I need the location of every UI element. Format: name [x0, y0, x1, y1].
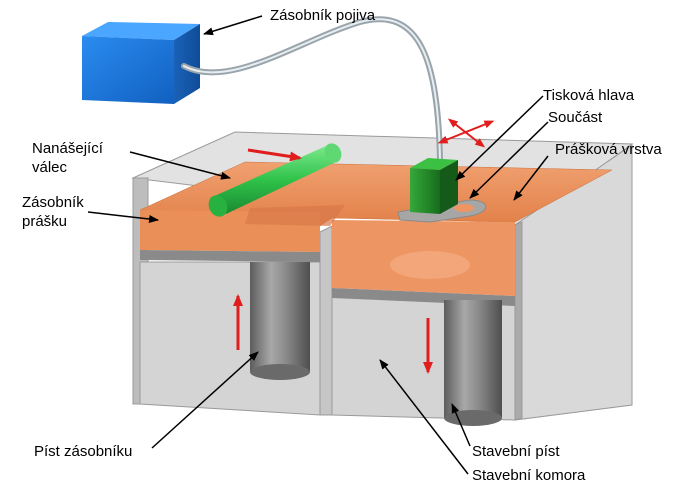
- print-head-top: [410, 158, 458, 170]
- binder-box-side: [174, 24, 200, 104]
- frame-divider: [319, 225, 333, 416]
- binder-box-front: [82, 36, 174, 104]
- reservoir-piston-body: [250, 262, 310, 372]
- leader-roller: [129, 151, 231, 180]
- leader-part: [469, 121, 549, 199]
- leader-build-chamber: [379, 359, 469, 475]
- label-reservoir-piston: Píst zásobníku: [34, 443, 132, 460]
- label-binder-reservoir: Zásobník pojiva: [270, 7, 376, 24]
- red-arrow-icon: [447, 118, 486, 148]
- label-print-head: Tisková hlava: [543, 87, 635, 104]
- label-roller-line1: Nanášející: [32, 140, 104, 157]
- reservoir-platform: [140, 250, 320, 262]
- red-arrow-icon: [247, 148, 302, 162]
- leader-print-head: [455, 95, 544, 181]
- binder-reservoir-box: [82, 22, 200, 104]
- build-piston-cylinder: [444, 300, 502, 426]
- label-roller-line2: válec: [32, 159, 68, 176]
- frame-right-edge: [514, 221, 523, 421]
- leader-powder-reservoir: [87, 211, 159, 223]
- diagram-labels: Zásobník pojiva Tisková hlava Součást Pr…: [22, 7, 662, 484]
- reservoir-piston-bottom: [250, 364, 310, 380]
- binder-tube-highlight: [183, 18, 441, 161]
- label-powder-reservoir-line2: prášku: [22, 213, 67, 230]
- label-powder-reservoir-line1: Zásobník: [22, 194, 84, 211]
- build-piston-body: [444, 300, 502, 418]
- roller-end-right: [324, 143, 342, 163]
- leader-powder-layer: [513, 155, 549, 201]
- print-head: [410, 158, 458, 214]
- part-hole: [454, 204, 474, 212]
- roller-body: [210, 146, 340, 214]
- leader-reservoir-piston: [151, 351, 259, 449]
- spreading-roller: [208, 143, 342, 217]
- label-build-chamber: Stavební komora: [472, 467, 586, 484]
- print-head-front: [410, 168, 440, 214]
- label-build-piston: Stavební píst: [472, 443, 560, 460]
- build-piston-bottom: [444, 410, 502, 426]
- part-layer-shadow: [390, 251, 470, 279]
- roller-end-left: [208, 195, 228, 217]
- print-head-side: [440, 160, 458, 214]
- motion-arrows: [233, 118, 495, 374]
- powder-shadow-patch: [245, 205, 345, 226]
- leader-lines: [87, 15, 549, 475]
- reservoir-piston-cylinder: [250, 262, 310, 380]
- binder-box-top: [82, 22, 200, 40]
- leader-binder-reservoir: [203, 15, 263, 36]
- label-part: Součást: [548, 109, 603, 126]
- label-powder-layer: Prášková vrstva: [555, 141, 662, 158]
- leader-build-piston: [451, 403, 471, 447]
